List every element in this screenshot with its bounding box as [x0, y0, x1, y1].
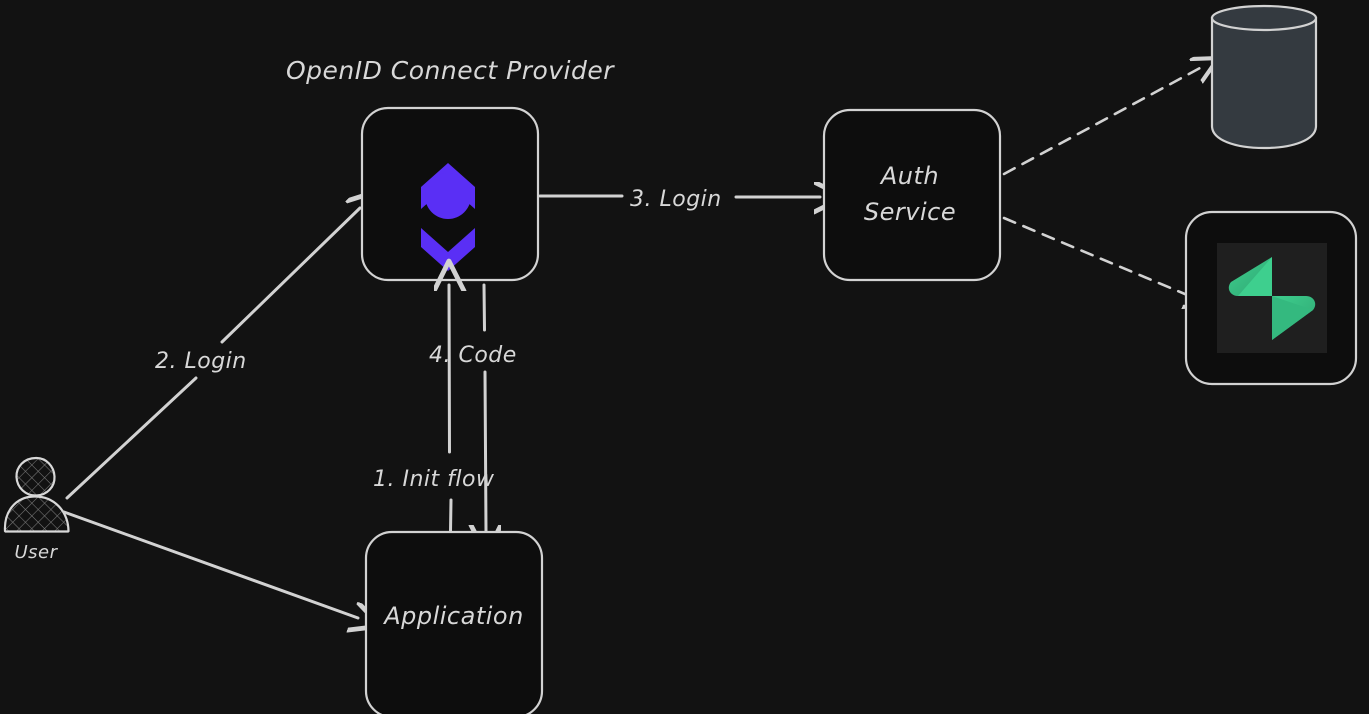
edge-user-login-label: 2. Login	[155, 349, 247, 374]
edge-code[interactable]	[482, 283, 486, 531]
auth-service-box	[822, 108, 1002, 282]
database-cylinder[interactable]	[1210, 4, 1318, 150]
supabase-logo-icon	[1228, 257, 1316, 340]
edge-auth-supabase[interactable]	[1002, 216, 1192, 297]
edge-code-seg1	[482, 283, 486, 332]
user-label: User	[14, 542, 58, 563]
oidc-provider-node[interactable]	[360, 106, 540, 282]
edge-init-flow-seg2	[449, 285, 450, 454]
edge-init-flow-seg1	[449, 498, 453, 534]
page-title: OpenID Connect Provider	[286, 56, 615, 85]
edge-user-application-line	[62, 510, 358, 618]
user-head-icon	[15, 456, 56, 497]
auth-service-label-line1: Auth	[879, 162, 939, 190]
edge-auth-supabase-line	[1002, 216, 1192, 297]
edge-code-seg2	[485, 370, 486, 531]
auth-service-node[interactable]: Auth Service	[822, 108, 1002, 282]
edge-auth-database[interactable]	[1002, 68, 1200, 176]
supabase-node[interactable]	[1184, 210, 1358, 386]
edge-auth-database-line	[1002, 68, 1200, 176]
edge-user-login-seg1	[65, 376, 198, 500]
application-label: Application	[382, 602, 524, 630]
edge-user-login-seg2	[220, 208, 360, 344]
edge-code-label: 4. Code	[429, 343, 517, 368]
database-top-ellipse	[1210, 4, 1318, 32]
clerk-logo-icon	[421, 163, 475, 271]
edge-user-login[interactable]	[65, 208, 360, 500]
edge-user-application[interactable]	[62, 510, 358, 618]
edge-service-login-label: 3. Login	[630, 187, 722, 212]
application-node[interactable]: Application	[364, 530, 544, 714]
application-box	[364, 530, 544, 714]
user-actor[interactable]: User	[3, 456, 70, 563]
user-body-icon	[3, 495, 70, 533]
auth-service-label-line2: Service	[864, 198, 956, 226]
database-body	[1210, 16, 1318, 150]
edge-init-flow[interactable]	[449, 285, 453, 534]
edge-service-login[interactable]	[538, 196, 820, 197]
edge-init-flow-label: 1. Init flow	[373, 467, 495, 492]
